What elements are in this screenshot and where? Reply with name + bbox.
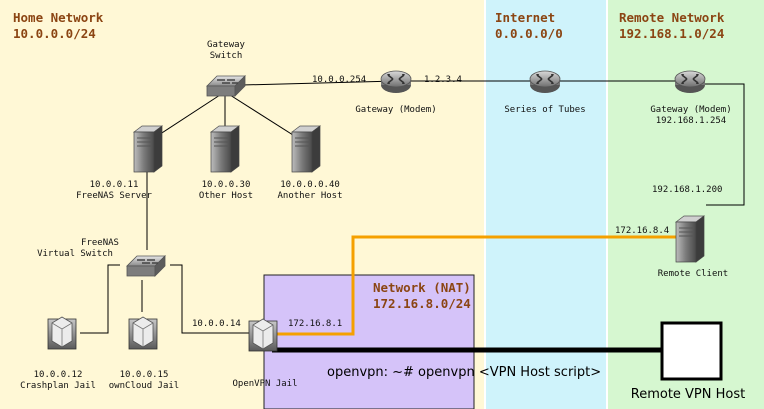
other-host-server-icon [210, 125, 240, 173]
gateway-modem-router-icon [380, 70, 412, 94]
remote-network-title: Remote Network [619, 10, 725, 25]
freenas-server-name: FreeNAS Server [76, 191, 152, 201]
other-host-name: Other Host [199, 191, 253, 201]
home-network-title: Home Network [13, 10, 104, 25]
nat-network-title: Network (NAT) [373, 280, 471, 295]
vpn-tunnel-link [272, 235, 676, 336]
freenas-server-icon [133, 125, 163, 173]
home-network-subnet: 10.0.0.0/24 [13, 26, 96, 41]
remote-vpn-host-box-icon [660, 321, 723, 381]
series-of-tubes-label: Series of Tubes [504, 105, 585, 115]
crashplan-jail-name: Crashplan Jail [20, 381, 96, 391]
series-of-tubes-router-icon [529, 70, 561, 94]
owncloud-jail-ip: 10.0.0.15 [120, 370, 169, 380]
openvpn-jail-icon [248, 318, 278, 352]
openvpn-lan-ip-label: 10.0.0.14 [192, 319, 241, 329]
gateway-wan-ip-label: 1.2.3.4 [424, 75, 462, 85]
another-host-name: Another Host [277, 191, 342, 201]
client-tunnel-ip-label: 172.16.8.4 [615, 226, 669, 236]
internet-title: Internet [495, 10, 555, 25]
owncloud-jail-name: ownCloud Jail [109, 381, 179, 391]
internet-zone [485, 0, 607, 409]
virtual-switch-label-line2: Virtual Switch [37, 249, 113, 259]
virtual-switch-label-line1: FreeNAS [81, 238, 119, 248]
remote-client-server-icon [675, 215, 705, 263]
remote-client-label: Remote Client [658, 269, 728, 279]
gateway-modem-label: Gateway (Modem) [355, 105, 436, 115]
other-host-ip: 10.0.0.30 [202, 180, 251, 190]
nat-network-subnet: 172.16.8.0/24 [373, 296, 471, 311]
owncloud-jail-icon [128, 316, 158, 350]
crashplan-jail-ip: 10.0.0.12 [34, 370, 83, 380]
gateway-lan-ip-label: 10.0.0.254 [312, 75, 366, 85]
remote-network-subnet: 192.168.1.0/24 [619, 26, 724, 41]
remote-lan-ip-label: 192.168.1.200 [652, 185, 722, 195]
freenas-server-ip: 10.0.0.11 [90, 180, 139, 190]
nat-network-zone [263, 274, 475, 409]
gateway-switch-label-line2: Switch [210, 51, 243, 61]
gateway-switch-label-line1: Gateway [207, 40, 246, 50]
another-host-ip: 10.0.0.0.40 [280, 180, 340, 190]
another-host-server-icon [291, 125, 321, 173]
openvpn-command-text: openvpn: ~# openvpn <VPN Host script> [327, 365, 601, 380]
remote-gateway-label-line2: 192.168.1.254 [656, 116, 726, 126]
openvpn-tunnel-ip-label: 172.16.8.1 [288, 319, 342, 329]
internet-subnet: 0.0.0.0/0 [495, 26, 563, 41]
remote-gateway-router-icon [674, 70, 706, 94]
crashplan-jail-icon [47, 316, 77, 350]
openvpn-jail-label: OpenVPN Jail [232, 379, 297, 389]
remote-vpn-host-label: Remote VPN Host [631, 387, 745, 402]
remote-gateway-label-line1: Gateway (Modem) [650, 105, 731, 115]
